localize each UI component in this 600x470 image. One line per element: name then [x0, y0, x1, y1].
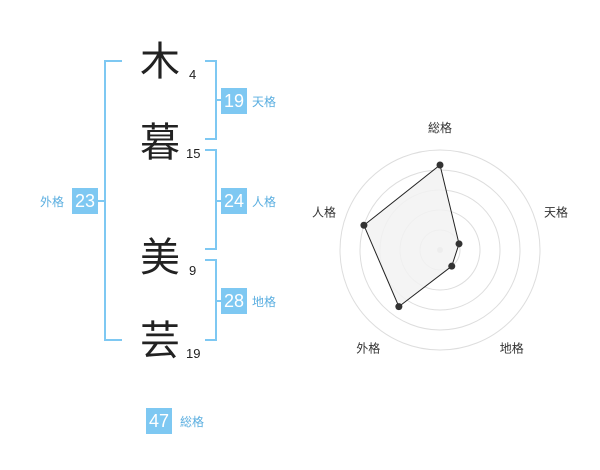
- chikaku-connector: [217, 300, 221, 302]
- jinkaku-value: 24: [221, 188, 247, 214]
- radar-point-4: [395, 303, 403, 311]
- name-char-3: 美: [140, 235, 180, 281]
- radar-point-2: [455, 240, 463, 248]
- radar-axis-label-2: 天格: [544, 204, 568, 219]
- chikaku-label: 地格: [252, 295, 277, 309]
- soukaku-value: 47: [146, 408, 172, 434]
- stroke-count-2: 15: [186, 146, 201, 161]
- tenkaku-connector: [217, 99, 221, 101]
- tenkaku-value: 19: [221, 88, 247, 114]
- tenkaku-bracket: [205, 60, 217, 140]
- radar-axis-label-5: 人格: [312, 204, 336, 219]
- radar-ring-5: [339, 149, 541, 351]
- name-char-4: 芸: [140, 318, 180, 364]
- radar-axis-label-1: 総格: [428, 120, 452, 135]
- radar-point-1: [436, 161, 444, 169]
- radar-axis-label-3: 地格: [500, 341, 524, 356]
- radar-point-5: [360, 221, 368, 229]
- jinkaku-connector: [217, 200, 221, 202]
- jinkaku-label: 人格: [252, 195, 277, 209]
- stroke-count-1: 4: [189, 67, 197, 82]
- soukaku-label: 総格: [180, 415, 205, 429]
- name-char-2: 暮: [140, 120, 180, 166]
- tenkaku-label: 天格: [252, 95, 277, 109]
- gaikaku-label: 外格: [40, 195, 65, 209]
- jinkaku-bracket: [205, 149, 217, 250]
- radar-polygon: [363, 164, 460, 308]
- name-char-1: 木: [140, 39, 180, 85]
- gaikaku-value: 23: [72, 188, 98, 214]
- chikaku-value: 28: [221, 288, 247, 314]
- stroke-count-3: 9: [189, 263, 197, 278]
- stroke-count-4: 19: [186, 346, 201, 361]
- radar-point-3: [448, 262, 456, 270]
- chikaku-bracket: [205, 259, 217, 341]
- gaikaku-connector: [98, 200, 104, 202]
- gaikaku-bracket: [104, 60, 122, 341]
- radar-axis-label-4: 外格: [356, 341, 380, 356]
